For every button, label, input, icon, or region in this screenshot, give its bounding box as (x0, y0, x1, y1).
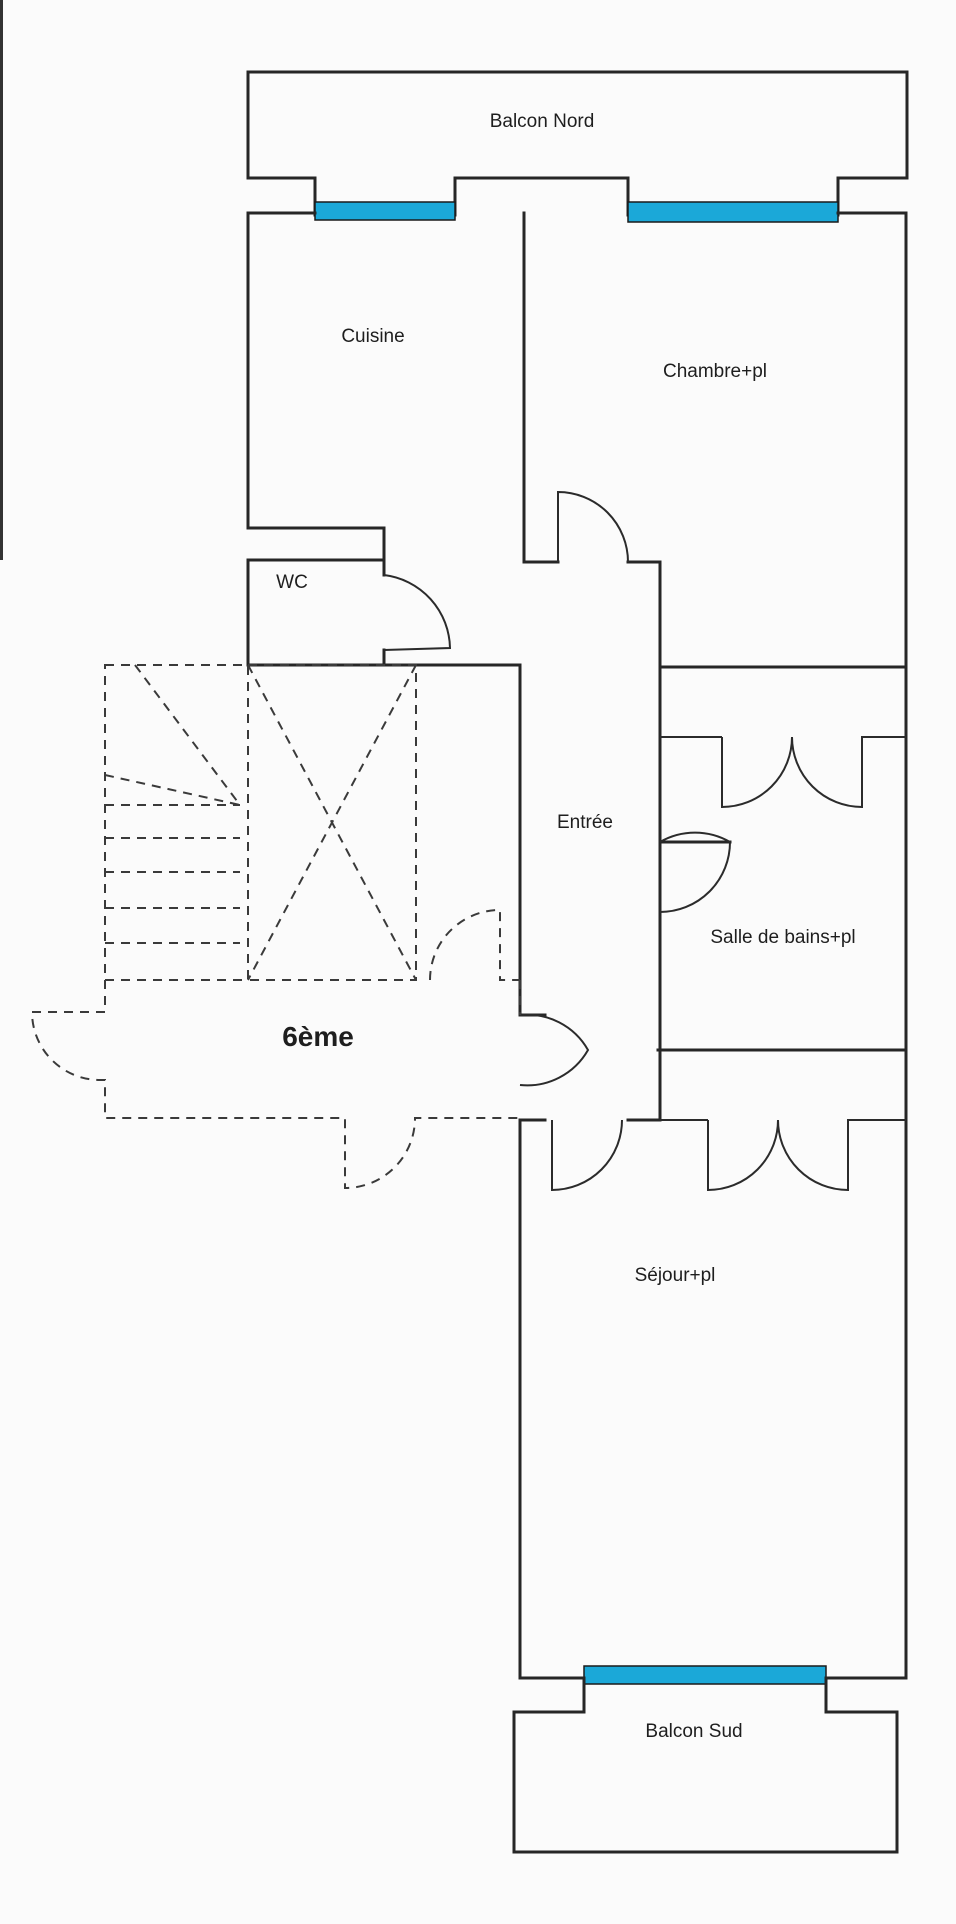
entree-left-wall (518, 663, 547, 1017)
closet-doors-bath (660, 736, 906, 809)
void-outline (248, 664, 417, 981)
window-cuisine (314, 201, 456, 221)
stair-diagonal (134, 664, 241, 806)
outer-wall-right (836, 211, 908, 1680)
stair-outline (104, 664, 249, 981)
balcon-sud-outline (512, 1676, 899, 1854)
cuisine-chambre-wall (522, 211, 560, 564)
lower-floor-outline (30, 980, 520, 1190)
door-entree-landing (519, 1013, 590, 1087)
door-sejour (551, 1119, 623, 1192)
entree-right-wall-upper (626, 560, 732, 844)
label-chambre: Chambre+pl (663, 361, 767, 382)
label-6eme: 6ème (282, 1021, 354, 1052)
label-cuisine: Cuisine (341, 326, 404, 347)
door-chambre (557, 490, 629, 563)
door-wc (383, 574, 452, 651)
void-cross-2 (247, 664, 417, 981)
lower-landing-door (429, 908, 520, 981)
label-sejour: Séjour+pl (635, 1265, 716, 1286)
closet-doors-sejour (660, 1119, 906, 1192)
label-balcon-nord: Balcon Nord (490, 111, 595, 132)
bath-left-wall (626, 840, 662, 1122)
window-chambre (627, 201, 839, 223)
label-salle-de-bains: Salle de bains+pl (710, 927, 855, 948)
page-edge-line (0, 0, 3, 560)
balcon-nord-outline (246, 70, 909, 217)
window-sejour (583, 1665, 827, 1685)
outer-wall-left-upper (246, 211, 522, 667)
door-bath-entry (659, 831, 732, 913)
label-wc: WC (276, 572, 308, 593)
label-entree: Entrée (557, 812, 613, 833)
stair-step-1 (104, 774, 241, 806)
sejour-walls (518, 1118, 908, 1680)
label-balcon-sud: Balcon Sud (645, 1721, 742, 1742)
